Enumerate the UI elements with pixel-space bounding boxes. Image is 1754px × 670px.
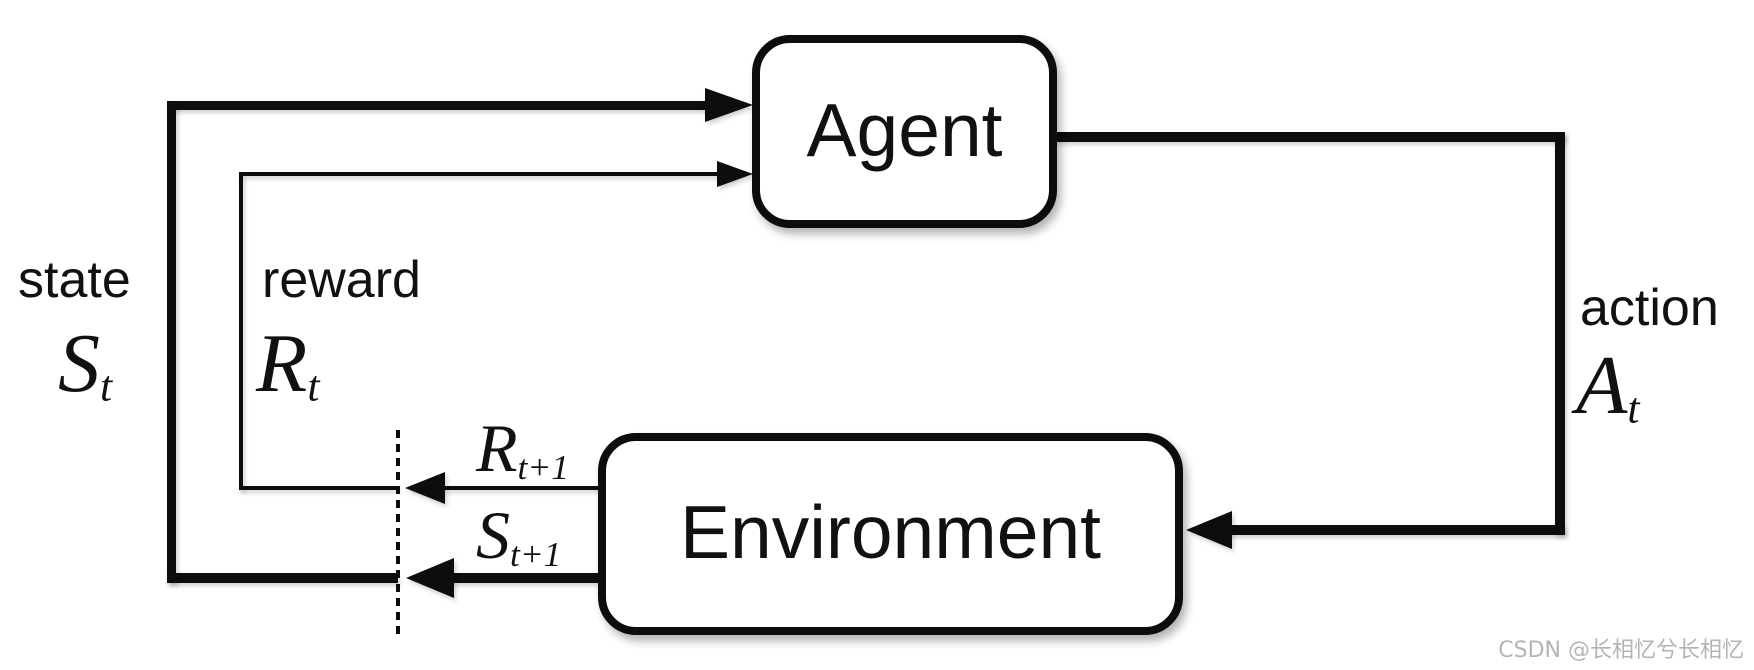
- action-word-label: action: [1580, 279, 1719, 337]
- reward-symbol-subscript: t: [307, 362, 320, 411]
- agent-label: Agent: [806, 87, 1003, 172]
- environment-node: Environment: [598, 433, 1183, 635]
- timestep-divider-dashed-line: [396, 430, 400, 638]
- action-line-vertical: [1555, 132, 1565, 535]
- reward-symbol-base: R: [256, 317, 308, 410]
- state-next-line-left-segment: [167, 573, 398, 583]
- csdn-watermark: CSDN @长相忆兮长相忆: [1498, 638, 1744, 663]
- reward-symbol-label: Rt: [256, 322, 319, 409]
- state-next-symbol-subscript: t+1: [510, 533, 562, 574]
- reward-next-symbol-base: R: [476, 410, 518, 486]
- agent-node: Agent: [752, 35, 1057, 228]
- reward-next-arrowhead-left: [405, 472, 445, 504]
- action-arrowhead-into-environment: [1186, 511, 1232, 549]
- state-symbol-label: St: [58, 322, 112, 409]
- state-word-label: state: [18, 251, 131, 309]
- state-symbol-subscript: t: [100, 362, 113, 411]
- reward-line-top-horizontal: [239, 172, 719, 176]
- state-next-symbol-base: S: [476, 497, 510, 573]
- state-symbol-base: S: [58, 317, 100, 410]
- action-line-bottom-horizontal: [1228, 525, 1565, 535]
- reward-next-line-right-segment: [442, 486, 600, 490]
- state-line-vertical: [167, 101, 176, 583]
- state-next-symbol-label: St+1: [476, 501, 561, 572]
- reward-arrowhead-into-agent: [717, 161, 753, 187]
- state-next-line-right-segment: [450, 573, 600, 583]
- action-symbol-base: A: [1576, 339, 1628, 432]
- action-line-top-horizontal: [1055, 132, 1565, 142]
- action-symbol-subscript: t: [1627, 384, 1640, 433]
- reward-word-label: reward: [262, 251, 421, 309]
- environment-label: Environment: [679, 490, 1102, 574]
- state-arrowhead-into-agent: [705, 88, 753, 122]
- state-line-top-horizontal: [167, 101, 707, 110]
- state-next-arrowhead-left: [406, 558, 454, 598]
- action-symbol-label: At: [1576, 344, 1639, 431]
- reward-next-line-left-segment: [239, 486, 398, 490]
- reward-line-vertical: [239, 173, 243, 490]
- reward-next-symbol-label: Rt+1: [476, 414, 569, 485]
- reward-next-symbol-subscript: t+1: [517, 446, 569, 487]
